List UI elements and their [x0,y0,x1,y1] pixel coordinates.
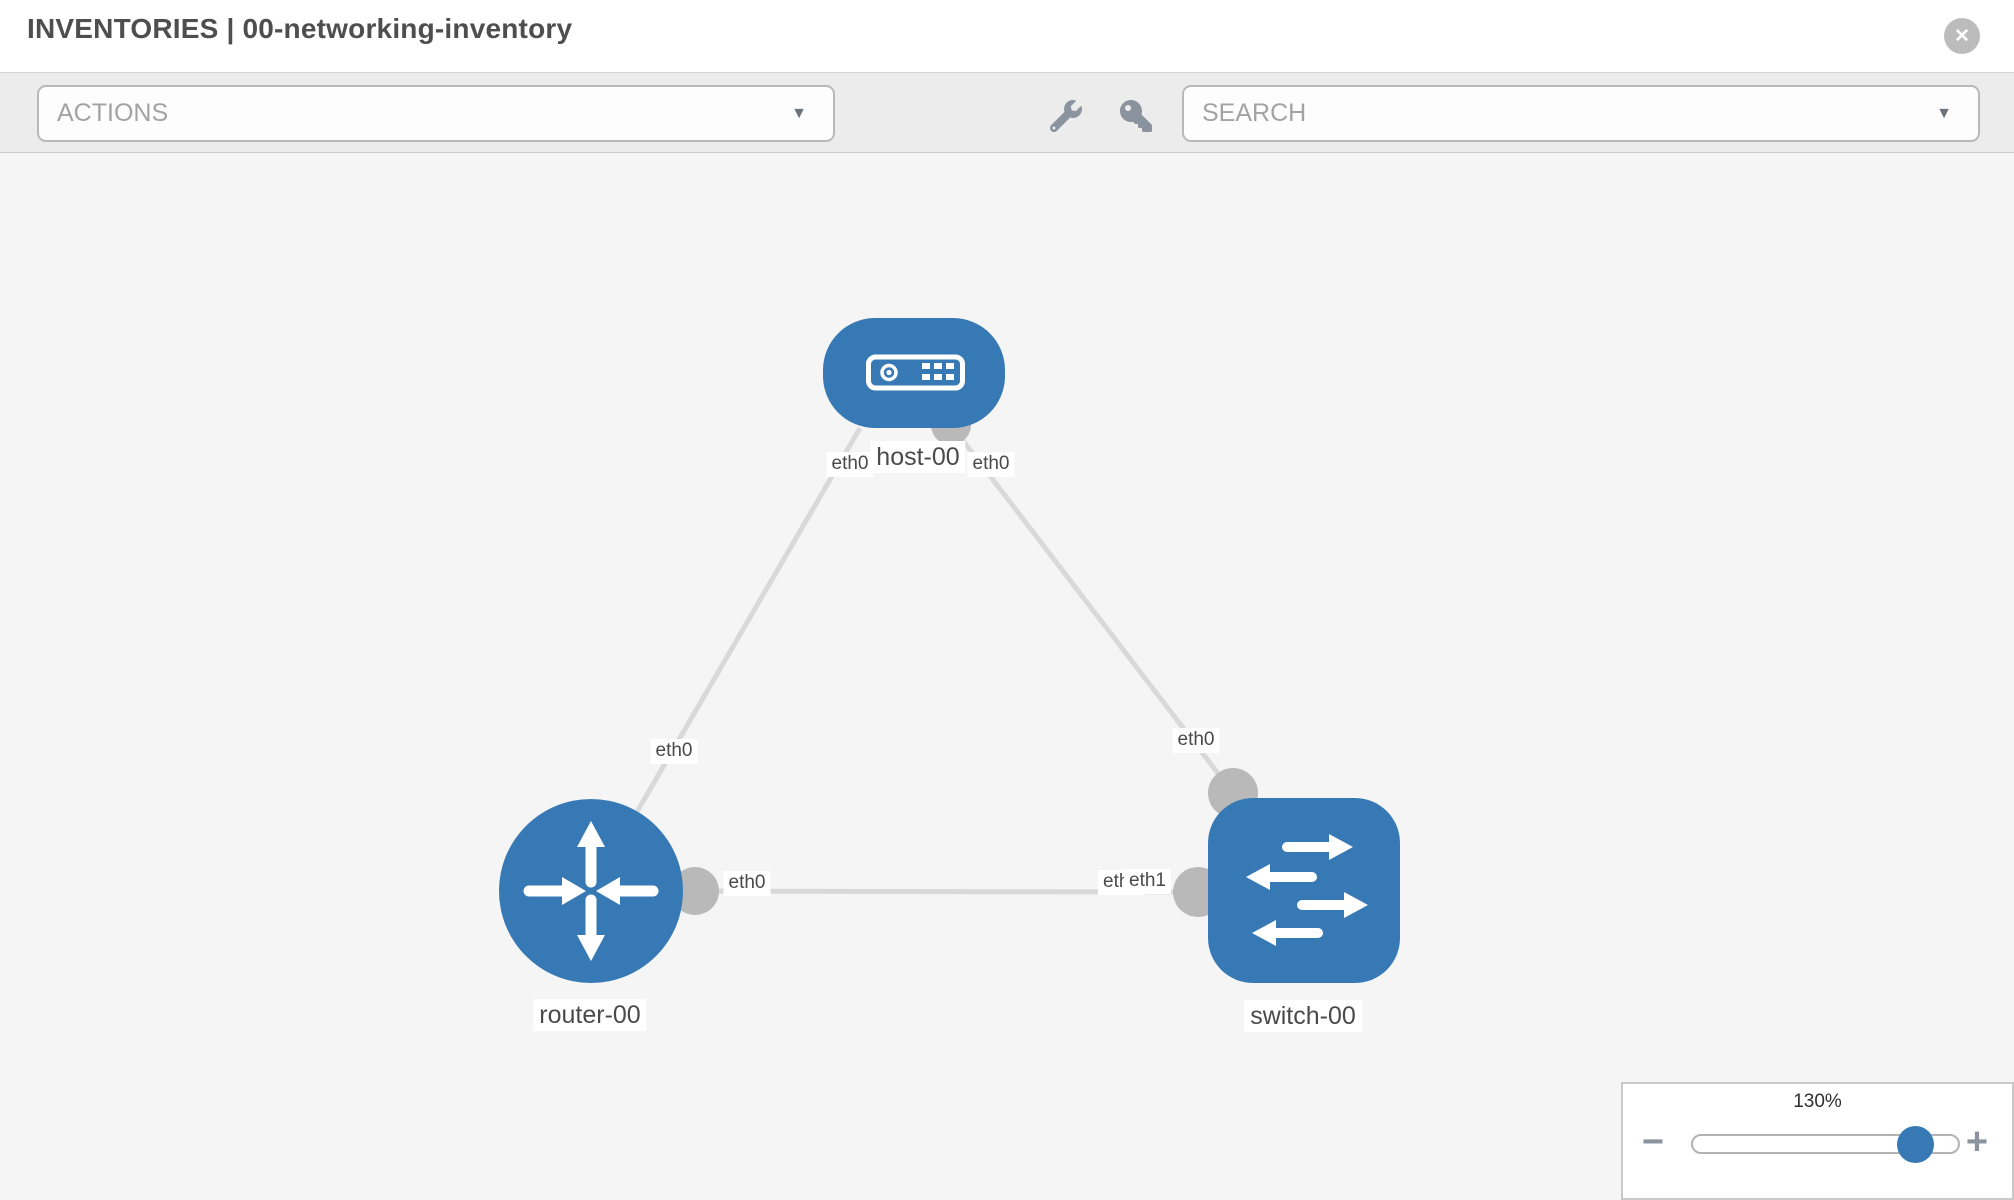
host-icon [866,354,965,391]
interface-label-switch-eth0: eth0 [1172,728,1220,753]
zoom-level: 130% [1793,1091,1842,1112]
node-label-router: router-00 [533,999,647,1031]
node-switch[interactable] [1208,798,1400,983]
port-router-eth0[interactable] [671,867,719,915]
link-layer [588,423,1235,895]
actions-dropdown[interactable]: ACTIONS ▼ [37,85,835,142]
close-button[interactable]: ✕ [1944,18,1980,54]
topology-canvas[interactable]: host-00 router-00 switch-00 eth0 eth0 et… [0,153,2014,1200]
interface-label-router-eth0-up: eth0 [650,739,698,764]
interface-label-host-eth0-right: eth0 [967,452,1015,477]
node-router[interactable] [499,799,683,983]
header: INVENTORIES | 00-networking-inventory ✕ [0,0,2014,72]
zoom-panel: 130% − + [1621,1082,2014,1200]
interface-label-host-eth0-left: eth0 [826,452,874,477]
zoom-slider-thumb[interactable] [1897,1126,1934,1163]
toolbar: ACTIONS ▼ SEARCH ▼ [0,72,2014,153]
topology-graph [499,318,1400,983]
search-dropdown[interactable]: SEARCH ▼ [1182,85,1980,142]
switch-icon [1246,834,1368,946]
actions-dropdown-label: ACTIONS [57,99,169,127]
wrench-icon[interactable] [1049,99,1083,133]
node-host[interactable] [823,318,1005,428]
key-icon[interactable] [1119,100,1153,132]
close-icon: ✕ [1954,25,1970,47]
chevron-down-icon: ▼ [791,104,807,122]
node-label-host: host-00 [870,441,966,473]
zoom-out-button[interactable]: − [1641,1121,1665,1163]
search-dropdown-label: SEARCH [1202,99,1307,127]
port-layer [671,405,1258,917]
router-icon [523,821,659,961]
interface-label-router-eth0: eth0 [723,871,771,896]
page-title: INVENTORIES | 00-networking-inventory [27,13,573,44]
node-label-switch: switch-00 [1244,1000,1362,1032]
interface-label-switch-eth1: eth1 [1124,869,1171,894]
zoom-in-button[interactable]: + [1965,1121,1989,1163]
chevron-down-icon: ▼ [1936,104,1952,122]
zoom-slider[interactable] [1691,1126,1960,1163]
